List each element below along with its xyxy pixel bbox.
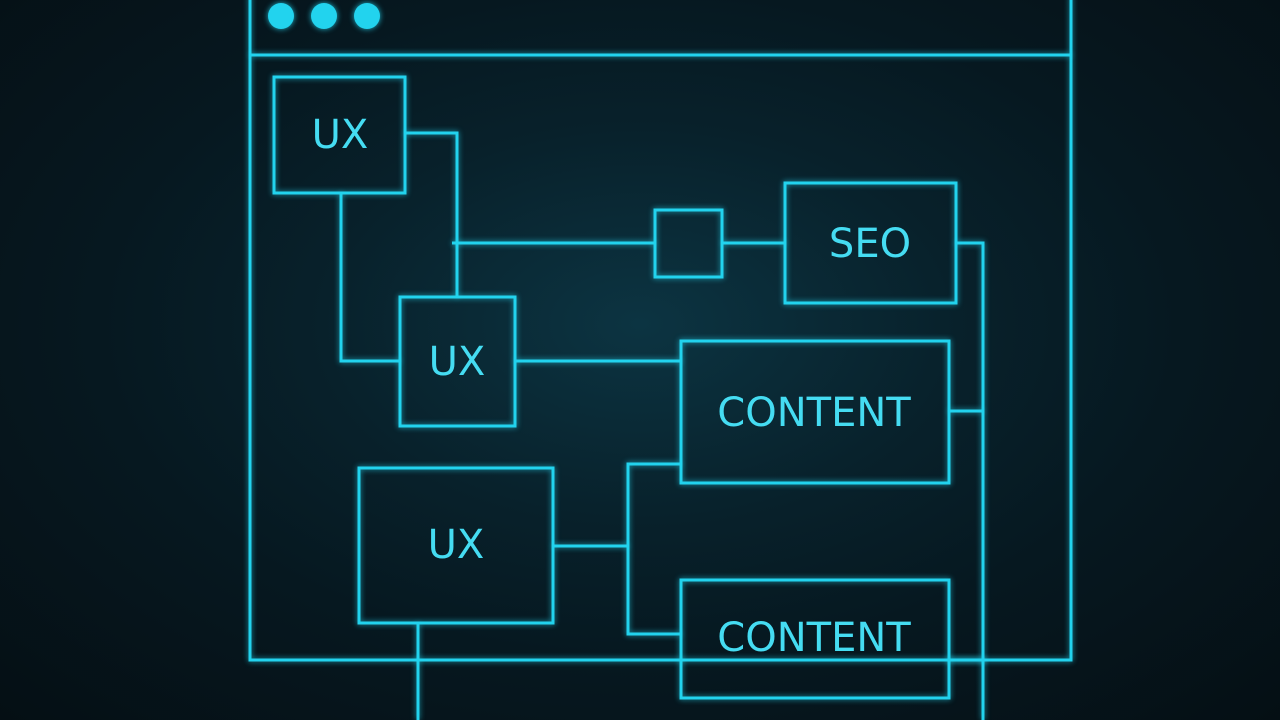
node-small-box	[653, 208, 724, 279]
connector-seo-right	[956, 241, 985, 720]
node-ux-middle: UX	[398, 295, 517, 428]
connector-ux-top-down	[339, 193, 400, 363]
node-content-bottom: CONTENT	[679, 578, 951, 700]
node-content-top-box	[679, 339, 951, 485]
connectors	[339, 131, 985, 720]
node-ux-middle-label: UX	[429, 339, 486, 385]
node-content-top-label: CONTENT	[717, 390, 911, 436]
node-seo-label: SEO	[829, 221, 911, 267]
node-ux-bottom-label: UX	[428, 522, 485, 568]
node-ux-top: UX	[272, 75, 407, 195]
node-content-bottom-box	[679, 578, 951, 700]
node-ux-bottom: UX	[357, 466, 555, 625]
browser-window	[248, 0, 1073, 662]
node-seo-box	[783, 181, 958, 305]
node-small-box-rect	[653, 208, 724, 279]
connector-ux-top-right	[405, 131, 459, 297]
connector-branch	[626, 462, 681, 636]
node-ux-top-label: UX	[312, 112, 369, 158]
node-ux-bottom-box	[357, 466, 555, 625]
window-control-dot-3	[354, 3, 380, 29]
window-control-dot-1	[268, 3, 294, 29]
window-control-dot-2	[311, 3, 337, 29]
node-seo: SEO	[783, 181, 958, 305]
node-ux-top-box	[272, 75, 407, 195]
node-content-bottom-label: CONTENT	[717, 615, 911, 661]
node-ux-middle-box	[398, 295, 517, 428]
window-frame	[248, 0, 1073, 662]
node-content-top: CONTENT	[679, 339, 951, 485]
